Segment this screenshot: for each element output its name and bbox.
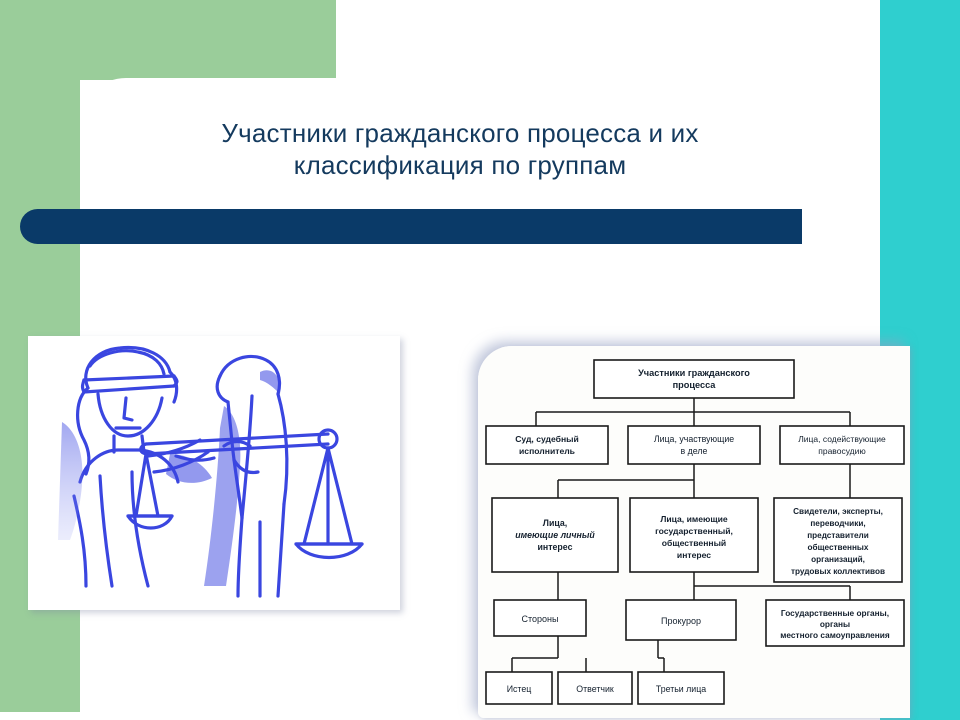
node-l2a-line-2: имеющие личный — [515, 530, 595, 540]
node-l2c-line-6: трудовых коллективов — [791, 567, 885, 576]
green-decor-top-block — [0, 0, 336, 80]
diagram-node-defendant: Ответчик — [557, 671, 633, 705]
node-l3a-label: Стороны — [522, 614, 559, 624]
node-l2b-line-2: государственный, — [655, 526, 733, 536]
participants-hierarchy-diagram: Участники гражданского процесса Суд, суд… — [478, 346, 910, 718]
diagram-node-assisting-justice: Лица, содействующие правосудию — [779, 425, 905, 465]
page-title-line-2: классификация по группам — [293, 149, 627, 180]
node-root-line-1: Участники гражданского — [638, 368, 750, 378]
diagram-connectors — [511, 398, 851, 672]
node-l3b-label: Прокурор — [661, 616, 701, 626]
node-l2a-line-1: Лица, — [543, 518, 567, 528]
node-root-line-2: процесса — [673, 380, 717, 390]
node-l2c-line-1: Свидетели, эксперты, — [793, 507, 883, 516]
navy-title-underline-bar — [20, 209, 802, 244]
node-l4c-label: Третьи лица — [656, 684, 706, 694]
node-l1c-line-1: Лица, содействующие — [798, 434, 886, 444]
diagram-node-parties-in-case: Лица, участвующие в деле — [627, 425, 761, 465]
node-l2b-line-3: общественный — [662, 538, 726, 548]
node-l2b-line-1: Лица, имеющие — [660, 514, 728, 524]
diagram-node-plaintiff: Истец — [485, 671, 553, 705]
lady-justice-image — [28, 336, 400, 610]
node-l1a-line-1: Суд, судебный — [515, 434, 579, 444]
diagram-node-root: Участники гражданского процесса — [593, 359, 795, 399]
diagram-node-personal-interest: Лица, имеющие личный интерес — [491, 497, 619, 573]
node-l3c-line-3: местного самоуправления — [780, 630, 890, 640]
diagram-node-court: Суд, судебный исполнитель — [485, 425, 609, 465]
diagram-node-public-interest: Лица, имеющие государственный, обществен… — [629, 497, 759, 573]
page-title-line-1: Участники гражданского процесса и их — [221, 118, 699, 148]
diagram-node-sides: Стороны — [493, 599, 587, 637]
node-l4b-label: Ответчик — [576, 684, 614, 694]
diagram-node-witnesses-experts: Свидетели, эксперты, переводчики, предст… — [773, 497, 903, 583]
node-l3c-line-2: органы — [820, 619, 850, 629]
diagram-node-state-bodies: Государственные органы, органы местного … — [765, 599, 905, 647]
diagram-node-third-parties: Третьи лица — [637, 671, 725, 705]
node-l2c-line-3: представители — [807, 531, 869, 540]
node-l1a-line-2: исполнитель — [519, 446, 575, 456]
node-l1b-line-2: в деле — [681, 446, 708, 456]
diagram-node-prosecutor: Прокурор — [625, 599, 737, 641]
node-l1c-line-2: правосудию — [818, 446, 866, 456]
node-l2c-line-4: общественных — [808, 542, 869, 552]
page-title: Участники гражданского процесса и их кла… — [110, 118, 810, 181]
node-l2c-line-2: переводчики, — [810, 519, 865, 528]
node-l2a-line-3: интерес — [538, 542, 573, 552]
node-l4a-label: Истец — [507, 684, 532, 694]
node-l2b-line-4: интерес — [677, 550, 711, 560]
node-l2c-line-5: организаций, — [811, 555, 865, 564]
node-l3c-line-1: Государственные органы, — [781, 608, 889, 618]
node-l1b-line-1: Лица, участвующие — [654, 434, 734, 444]
